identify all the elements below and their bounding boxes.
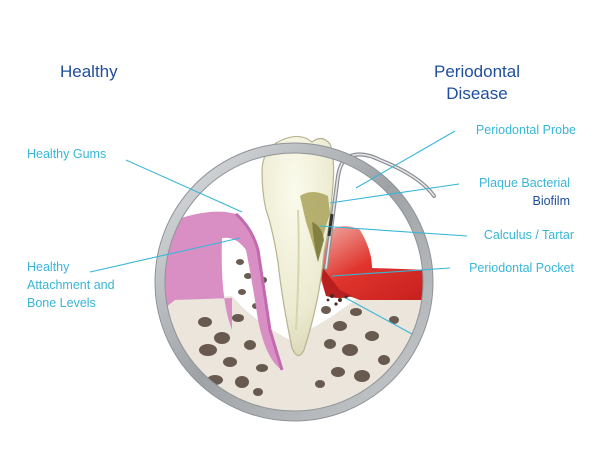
inflamed-gum — [318, 226, 424, 300]
attachment-line3: Bone Levels — [27, 296, 96, 310]
tooth-cross-section-icon — [261, 135, 335, 357]
leader-pocket — [331, 267, 451, 277]
periodontal-disease-heading: Periodontal Disease — [412, 61, 542, 105]
calculus-deposit — [312, 222, 324, 262]
dental-probe-icon — [324, 152, 436, 270]
label-periodontal-pocket: Periodontal Pocket — [469, 261, 574, 275]
plaque-line2: Biofilm — [532, 194, 570, 208]
leader-probe — [355, 130, 456, 189]
attachment-line2: Attachment and — [27, 278, 115, 292]
label-healthy-attachment: Healthy Attachment and Bone Levels — [27, 258, 115, 312]
plaque-line1: Plaque Bacterial — [478, 176, 570, 190]
leader-lines — [89, 130, 468, 335]
leader-calculus — [319, 225, 468, 237]
leader-bone-loss — [345, 297, 413, 335]
label-healthy-gums: Healthy Gums — [27, 147, 107, 161]
leader-plaque — [329, 183, 460, 204]
circular-frame — [155, 143, 433, 421]
label-calculus-tartar: Calculus / Tartar — [483, 228, 574, 242]
periodontal-pocket-area — [318, 262, 352, 298]
leader-attachment — [89, 237, 241, 273]
attachment-line1: Healthy — [27, 260, 70, 274]
label-plaque-biofilm: Plaque Bacterial Biofilm — [452, 174, 570, 210]
disease-heading-line2: Disease — [446, 84, 508, 103]
disease-heading-line1: Periodontal — [433, 62, 520, 81]
leader-healthy-gums — [125, 159, 243, 213]
healthy-heading: Healthy — [60, 62, 118, 81]
label-periodontal-probe: Periodontal Probe — [475, 123, 576, 137]
